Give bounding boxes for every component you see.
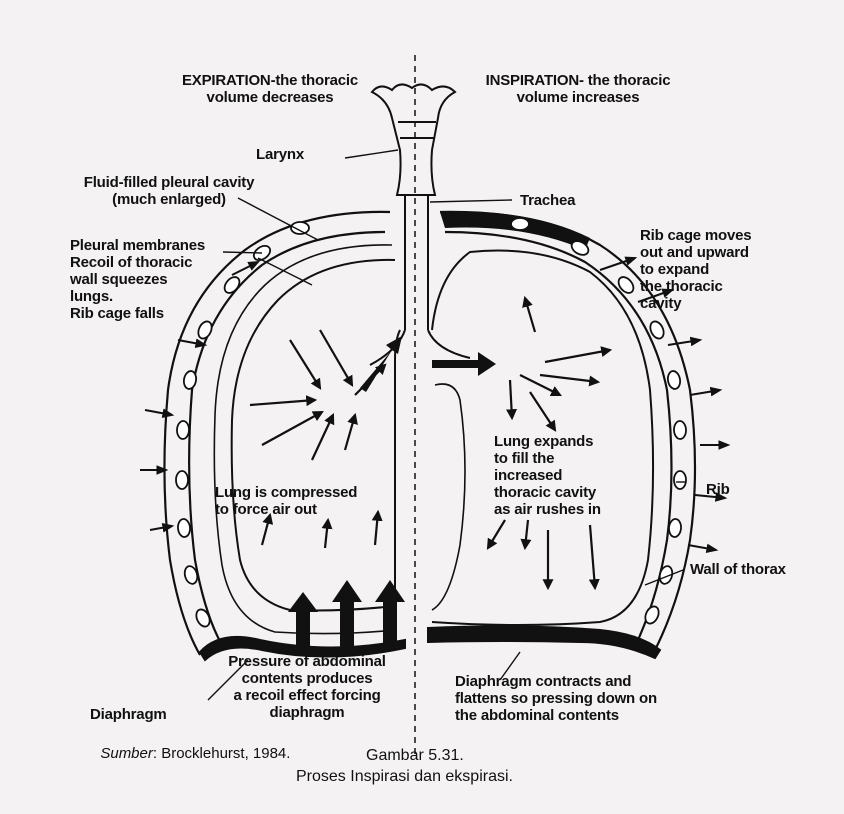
trachea-label: Trachea — [520, 192, 575, 209]
larynx-shape — [372, 84, 455, 195]
right-lung-inner — [432, 384, 465, 610]
pressure-abdominal-label: Pressure of abdominal contents produces … — [212, 653, 402, 721]
expiration-title: EXPIRATION-the thoracic volume decreases — [160, 72, 380, 106]
lung-expands-label: Lung expands to fill the increased thora… — [494, 433, 601, 518]
right-diaphragm — [428, 626, 660, 658]
diaphragm-label: Diaphragm — [90, 706, 167, 723]
lung-compressed-label: Lung is compressed to force air out — [215, 484, 357, 518]
inspiration-title: INSPIRATION- the thoracic volume increas… — [458, 72, 698, 106]
abdominal-pressure-arrows — [288, 580, 405, 652]
left-pleural-cavity-inner — [214, 245, 395, 634]
figure-title: Proses Inspirasi dan ekspirasi. — [296, 767, 513, 786]
fluid-cavity-label: Fluid-filled pleural cavity (much enlarg… — [56, 174, 282, 208]
pleural-membranes-label: Pleural membranes Recoil of thoracic wal… — [70, 237, 205, 322]
diaphragm-contracts-label: Diaphragm contracts and flattens so pres… — [455, 673, 657, 724]
figure-number: Gambar 5.31. — [366, 746, 464, 765]
right-pleural-cavity-top — [440, 212, 590, 250]
source-text: : Brocklehurst, 1984. — [153, 745, 291, 762]
source-prefix: Sumber — [100, 745, 153, 762]
source-credit: Sumber: Brocklehurst, 1984. — [92, 728, 290, 762]
rib-label: Rib — [706, 481, 730, 498]
larynx-label: Larynx — [256, 146, 304, 163]
rib-cage-moves-label: Rib cage moves out and upward to expand … — [640, 227, 751, 312]
left-lung — [232, 260, 400, 611]
wall-of-thorax-label: Wall of thorax — [690, 561, 786, 578]
trachea-shape — [405, 195, 428, 330]
